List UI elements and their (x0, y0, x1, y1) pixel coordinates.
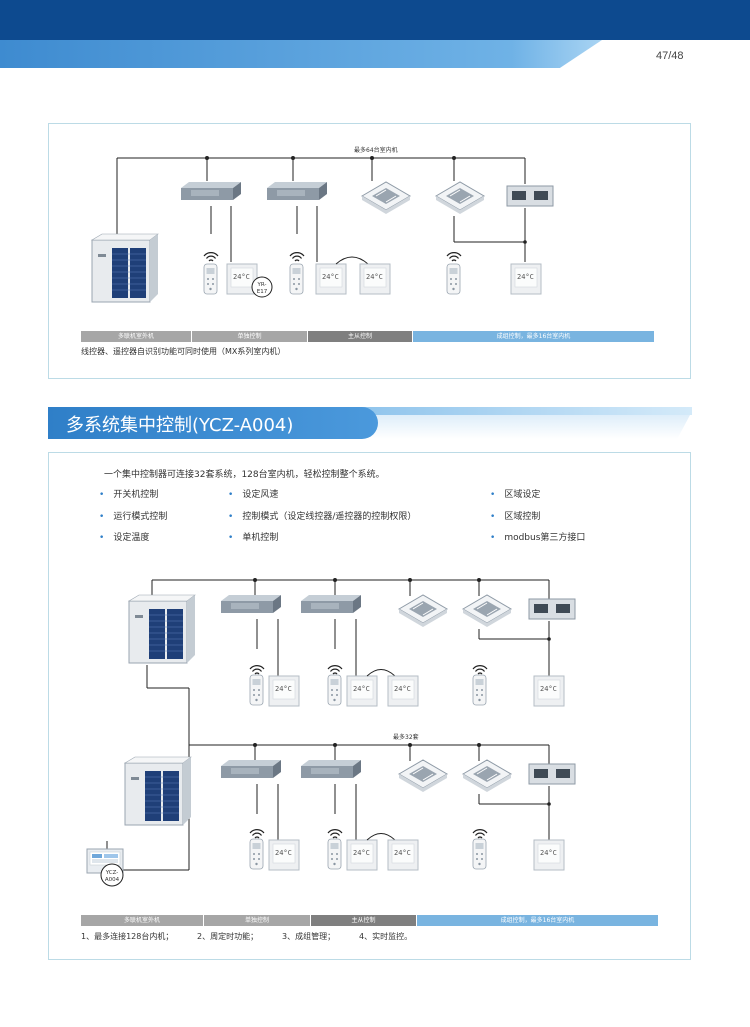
legend-bar: 多联机室外机 单独控制 主从控制 成组控制，最多16台室内机 (81, 331, 655, 342)
controller-display: 24°C (394, 685, 411, 693)
legend-group: 成组控制，最多16台室内机 (413, 331, 654, 342)
legend-outdoor: 多联机室外机 (81, 331, 191, 342)
cassette-unit-icon (462, 759, 512, 793)
cassette-unit-icon (435, 181, 485, 215)
model-tag (251, 276, 273, 298)
remote-control-icon (203, 263, 218, 295)
wireless-signal-icon (327, 665, 343, 675)
legend-outdoor: 多联机室外机 (81, 915, 203, 926)
header-bar (0, 0, 750, 40)
legend-bar: 多联机室外机 单独控制 主从控制 成组控制，最多16台室内机 (81, 915, 659, 926)
feature-item: 设定温度 (99, 530, 149, 543)
title-decoration (370, 415, 690, 439)
remote-control-icon (289, 263, 304, 295)
controller-display: 24°C (394, 849, 411, 857)
single-system-panel: 最多64台室内机 24°C 24°C 24°C 24°C (48, 123, 691, 379)
panel-note-3: 3、成组管理； (282, 932, 336, 941)
remote-control-icon (249, 838, 264, 870)
outdoor-unit-icon (128, 594, 196, 664)
cassette-unit-icon (462, 594, 512, 628)
wireless-signal-icon (249, 829, 265, 839)
controller-display: 24°C (366, 273, 383, 281)
remote-control-icon (327, 838, 342, 870)
controller-display: 24°C (353, 685, 370, 693)
model-tag-label: YR-E17 (257, 282, 268, 295)
legend-master-slave: 主从控制 (308, 331, 412, 342)
controller-display: 24°C (353, 849, 370, 857)
duct-unit-icon (267, 182, 327, 200)
wireless-signal-icon (289, 252, 305, 262)
controller-display: 24°C (322, 273, 339, 281)
cassette-unit-icon (361, 181, 411, 215)
cassette-unit-icon (398, 594, 448, 628)
controller-display: 24°C (233, 273, 250, 281)
remote-control-icon (249, 674, 264, 706)
remote-control-icon (327, 674, 342, 706)
title-decoration (360, 407, 692, 415)
feature-item: 单机控制 (228, 530, 278, 543)
outdoor-unit-icon (91, 233, 159, 303)
legend-master-slave: 主从控制 (311, 915, 416, 926)
panel-note: 线控器、遥控器自识别功能可同时使用（MX系列室内机） (81, 347, 286, 356)
legend-group: 成组控制，最多16台室内机 (417, 915, 658, 926)
remote-control-icon (446, 263, 461, 295)
wireless-signal-icon (446, 252, 462, 262)
wireless-signal-icon (327, 829, 343, 839)
central-controller-label: YCZ-A004 (105, 870, 120, 883)
model-tag (100, 863, 124, 887)
bus-label: 最多32套 (393, 733, 419, 741)
wireless-signal-icon (472, 829, 488, 839)
feature-item: 运行模式控制 (99, 509, 167, 522)
bus-label: 最多64台室内机 (354, 146, 398, 154)
controller-display: 24°C (540, 849, 557, 857)
wireless-signal-icon (249, 665, 265, 675)
section-title: 多系统集中控制(YCZ-A004) (66, 415, 294, 436)
duct-unit-icon (221, 760, 281, 778)
legend-individual: 单独控制 (204, 915, 310, 926)
duct-unit-icon (221, 595, 281, 613)
multi-system-diagram: 24°C 24°C 24°C 24°C 最多32套 (86, 578, 576, 887)
feature-item: 区域控制 (490, 509, 540, 522)
remote-control-icon (472, 838, 487, 870)
feature-item: 区域设定 (490, 487, 540, 500)
section-title-bar: 多系统集中控制(YCZ-A004) (48, 407, 378, 439)
duct-unit-icon (181, 182, 241, 200)
controller-display: 24°C (275, 849, 292, 857)
ceiling-unit-icon (506, 185, 554, 207)
controller-display: 24°C (517, 273, 534, 281)
outdoor-unit-icon (124, 756, 192, 826)
feature-item: 设定风速 (228, 487, 278, 500)
panel-note-1: 1、最多连接128台内机； (81, 932, 174, 941)
feature-item: 控制模式（设定线控器/遥控器的控制权限） (228, 509, 416, 522)
legend-individual: 单独控制 (192, 331, 307, 342)
feature-item: 开关机控制 (99, 487, 158, 500)
panel-note-2: 2、周定时功能； (197, 932, 259, 941)
wireless-signal-icon (472, 665, 488, 675)
duct-unit-icon (301, 595, 361, 613)
wireless-signal-icon (203, 252, 219, 262)
intro-text: 一个集中控制器可连接32套系统，128台室内机，轻松控制整个系统。 (104, 470, 385, 480)
panel-note-4: 4、实时监控。 (359, 932, 413, 941)
controller-display: 24°C (275, 685, 292, 693)
cassette-unit-icon (398, 759, 448, 793)
duct-unit-icon (301, 760, 361, 778)
multi-system-panel: 24°C 24°C 24°C 24°C 最多32套 (48, 452, 691, 960)
ceiling-unit-icon (528, 598, 576, 620)
remote-control-icon (472, 674, 487, 706)
header-accent-bar (0, 40, 602, 68)
single-system-diagram: 最多64台室内机 24°C 24°C 24°C 24°C (91, 146, 554, 303)
feature-item: modbus第三方接口 (490, 530, 585, 543)
controller-display: 24°C (540, 685, 557, 693)
ceiling-unit-icon (528, 763, 576, 785)
page-number: 47/48 (656, 50, 684, 62)
